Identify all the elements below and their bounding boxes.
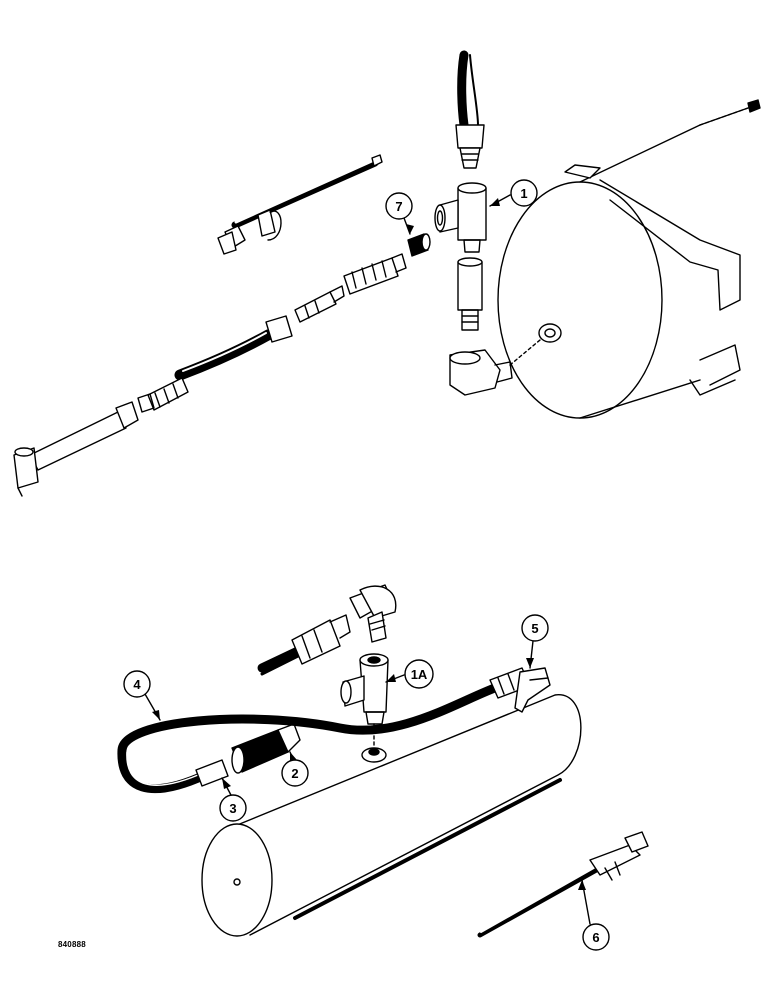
street-elbow (449, 339, 541, 396)
callout-2-label: 2 (291, 766, 298, 781)
tire-chuck-upper (13, 401, 139, 497)
callout-7-label: 7 (395, 199, 402, 214)
tire-chuck-rod (217, 154, 383, 255)
callout-1-label: 1 (520, 186, 527, 201)
lower-supply-hose (257, 584, 397, 676)
callout-4-label: 4 (133, 677, 141, 692)
pipe-nipple (457, 257, 483, 331)
pipe-plug-7 (407, 233, 431, 257)
lower-air-tank (201, 694, 582, 937)
tire-chuck-lower-5 (514, 667, 551, 713)
callout-1a-label: 1A (411, 667, 428, 682)
callout-2: 2 (281, 759, 309, 787)
callout-6: 6 (582, 923, 610, 951)
callout-1a: 1A (404, 659, 434, 689)
callout-4: 4 (123, 670, 151, 698)
tire-gauge-6 (477, 831, 649, 938)
tee-fitting-1a (340, 653, 389, 763)
figure-id: 840888 (58, 940, 86, 949)
upper-air-hose (137, 315, 293, 413)
quick-coupler-upper (343, 253, 407, 295)
callout-6-label: 6 (592, 930, 599, 945)
callout-3: 3 (219, 794, 247, 822)
callout-5: 5 (521, 614, 549, 642)
quick-coupler-2 (231, 723, 301, 774)
upper-air-tank (497, 99, 761, 419)
callout-5-label: 5 (531, 621, 538, 636)
coupler-plug-upper (294, 285, 345, 323)
callout-7: 7 (385, 192, 413, 220)
callout-3-label: 3 (229, 801, 236, 816)
upper-supply-hose (455, 50, 485, 169)
tee-fitting-1 (434, 182, 487, 253)
callout-1: 1 (510, 179, 538, 207)
